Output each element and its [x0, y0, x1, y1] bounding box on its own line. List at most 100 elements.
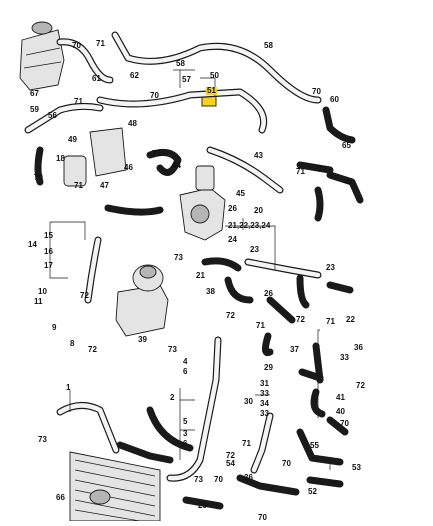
callout-35: 36 — [244, 473, 253, 482]
callout-62: 62 — [130, 71, 139, 80]
callout-10: 10 — [38, 287, 47, 296]
callout-30: 30 — [244, 397, 253, 406]
callout-66: 66 — [56, 493, 65, 502]
callout-40: 40 — [336, 407, 345, 416]
callout-54: 54 — [226, 459, 235, 468]
callout-43: 43 — [254, 151, 263, 160]
callout-36: 36 — [354, 343, 363, 352]
callout-15: 15 — [44, 231, 53, 240]
callout-49: 49 — [68, 135, 77, 144]
callout-11: 11 — [34, 297, 43, 306]
callout-2: 2 — [170, 393, 175, 402]
callout-17: 17 — [44, 261, 53, 270]
callout-38: 38 — [206, 287, 215, 296]
callout-70h: 70 — [258, 513, 267, 522]
callout-23b: 23 — [326, 263, 335, 272]
callout-22: 22 — [346, 315, 355, 324]
thermostat-housing — [179, 165, 226, 241]
callout-72f: 72 — [226, 451, 235, 460]
callout-56: 56 — [48, 111, 57, 120]
callout-21: 21 — [196, 271, 205, 280]
callout-72e: 72 — [356, 381, 365, 390]
callout-65: 65 — [342, 141, 351, 150]
callout-37: 37 — [290, 345, 299, 354]
callout-70: 70 — [72, 41, 81, 50]
callout-73c: 73 — [38, 435, 47, 444]
callout-3: 3 — [183, 429, 188, 438]
callout-57: 57 — [182, 75, 191, 84]
callout-41: 41 — [336, 393, 345, 402]
callout-70g: 70 — [214, 475, 223, 484]
callout-70d: 70 — [34, 173, 43, 182]
radiator — [69, 451, 161, 522]
callout-70e: 70 — [340, 419, 349, 428]
callout-33b: 33 — [260, 409, 269, 418]
callout-47: 47 — [100, 181, 109, 190]
callout-72b: 72 — [226, 311, 235, 320]
callout-33: 33 — [340, 353, 349, 362]
callout-6b: 6 — [183, 439, 188, 448]
callout-32: 33 — [260, 389, 269, 398]
callout-20: 20 — [254, 206, 263, 215]
callout-16: 16 — [44, 247, 53, 256]
callout-71: 71 — [96, 39, 105, 48]
callout-42: 42 — [344, 177, 353, 186]
callout-58: 58 — [264, 41, 273, 50]
leader-lines — [49, 69, 331, 470]
callout-34: 34 — [260, 399, 269, 408]
callout-1: 1 — [66, 383, 71, 392]
coolant-reservoir — [19, 21, 65, 91]
callout-70c: 70 — [312, 87, 321, 96]
callout-61: 61 — [92, 74, 101, 83]
callout-67: 67 — [30, 89, 39, 98]
callout-72d: 72 — [88, 345, 97, 354]
callout-46: 46 — [124, 163, 133, 172]
callout-50: 50 — [210, 71, 219, 80]
callout-71f: 71 — [74, 181, 83, 190]
callout-70f: 70 — [282, 459, 291, 468]
callout-71i: 71 — [242, 439, 251, 448]
callout-14: 14 — [28, 240, 37, 249]
filter-housing — [115, 264, 169, 337]
callout-70b: 70 — [150, 91, 159, 100]
callout-55: 55 — [310, 441, 319, 450]
auxiliary-pump — [63, 127, 127, 187]
callout-51: 51 — [206, 86, 217, 95]
callout-18: 18 — [56, 154, 65, 163]
callout-71h: 71 — [256, 321, 265, 330]
callout-45: 45 — [236, 189, 245, 198]
callout-71c: 71 — [152, 149, 161, 158]
callout-6: 6 — [183, 367, 188, 376]
callout-60: 60 — [330, 95, 339, 104]
callout-71d: 71 — [296, 167, 305, 176]
callout-9: 9 — [52, 323, 57, 332]
callout-8: 8 — [70, 339, 75, 348]
callout-53: 53 — [352, 463, 361, 472]
callout-39: 39 — [138, 335, 147, 344]
callout-5: 5 — [183, 417, 188, 426]
callout-48: 48 — [128, 119, 137, 128]
callout-52: 52 — [308, 487, 317, 496]
callout-73d: 73 — [194, 475, 203, 484]
callout-24: 24 — [228, 235, 237, 244]
callout-59: 59 — [30, 105, 39, 114]
callout-44: 44 — [172, 161, 181, 170]
callout-58b: 58 — [176, 59, 185, 68]
callout-21-24: 21,22,23,24 — [228, 221, 271, 230]
callout-73: 73 — [174, 253, 183, 262]
callout-71g: 71 — [326, 317, 335, 326]
callout-26: 26 — [228, 204, 237, 213]
callout-4: 4 — [183, 357, 188, 366]
callout-23: 23 — [250, 245, 259, 254]
callout-71b: 71 — [74, 97, 83, 106]
callout-71e: 71 — [318, 165, 327, 174]
callout-29b: 29 — [198, 501, 207, 510]
callout-29: 29 — [264, 363, 273, 372]
callout-31: 31 — [260, 379, 269, 388]
callout-72c: 72 — [296, 315, 305, 324]
callout-25: 26 — [264, 289, 273, 298]
callout-72: 72 — [80, 291, 89, 300]
callout-73b: 73 — [168, 345, 177, 354]
